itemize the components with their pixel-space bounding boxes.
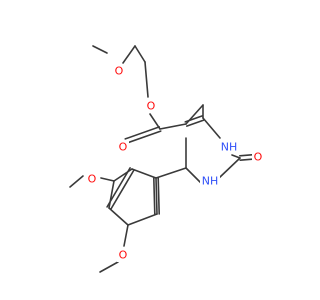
- bond-aryl-inner-b-b: [153, 177, 156, 215]
- bond-urea-double-a: [239, 158, 253, 161]
- atom-label-layer: O O O O O O NH NH: [86, 64, 264, 262]
- oxygen-atom-ester-carbonyl: O: [117, 140, 129, 154]
- oxygen-atom-methoxy-upper: O: [86, 172, 98, 186]
- bond-n1-c2: [231, 154, 241, 159]
- bond-aryl-o-upper: [100, 177, 115, 182]
- bond-o-ether-ch2: [122, 45, 136, 64]
- nh-label-top: NH: [221, 141, 238, 154]
- oxygen-label-methoxy-upper: O: [88, 173, 97, 186]
- oxygen-label-ester-carbonyl: O: [119, 141, 128, 154]
- bond-urea-double-b: [239, 154, 253, 157]
- oxygen-atom-ester-single: O: [145, 99, 157, 113]
- bond-ch2-ch2-b: [144, 61, 149, 98]
- nitrogen-atom-top: NH: [219, 140, 239, 154]
- bond-layer: [69, 45, 253, 273]
- bond-aryl-6: [155, 177, 158, 215]
- bond-ch2-ch2-a: [134, 45, 146, 63]
- bond-aryl-inner-a-b: [110, 169, 135, 210]
- oxygen-label-ether: O: [115, 65, 124, 78]
- bond-ch3-o-ether: [92, 45, 108, 54]
- bond-c4-aryl: [155, 167, 187, 179]
- bond-ester-c-ring-c5: [159, 123, 187, 130]
- bond-c6-n1: [202, 117, 221, 139]
- bond-aryl-o-lower: [123, 224, 129, 247]
- bond-aryl-inner-b-a: [157, 177, 160, 215]
- bond-o-upper-ch3: [69, 175, 84, 188]
- bond-c5-c6-double-b: [184, 115, 204, 123]
- bond-n3-c4: [185, 167, 203, 185]
- bond-carbonyl-double-b: [125, 130, 162, 144]
- bond-c5-c6-double-a: [185, 119, 205, 127]
- nh-label-bottom: NH: [202, 175, 219, 188]
- molecule-structure-diagram: O O O O O O NH NH: [69, 45, 264, 273]
- bond-aryl-inner-a-a: [106, 167, 131, 208]
- oxygen-label-urea: O: [254, 151, 263, 164]
- bond-carbonyl-double-a: [124, 126, 161, 140]
- oxygen-atom-urea: O: [252, 150, 264, 164]
- oxygen-atom-methoxy-lower: O: [117, 248, 129, 262]
- bond-aryl-1: [131, 168, 157, 179]
- bond-aryl-4: [108, 207, 129, 226]
- oxygen-atom-ether: O: [113, 64, 125, 78]
- bond-o-lower-ch3: [99, 261, 119, 273]
- oxygen-label-ester-single: O: [147, 100, 156, 113]
- oxygen-label-methoxy-lower: O: [119, 249, 128, 262]
- nitrogen-atom-bottom: NH: [200, 174, 220, 188]
- bond-c2-n3: [218, 157, 241, 179]
- bond-aryl-5: [127, 213, 158, 226]
